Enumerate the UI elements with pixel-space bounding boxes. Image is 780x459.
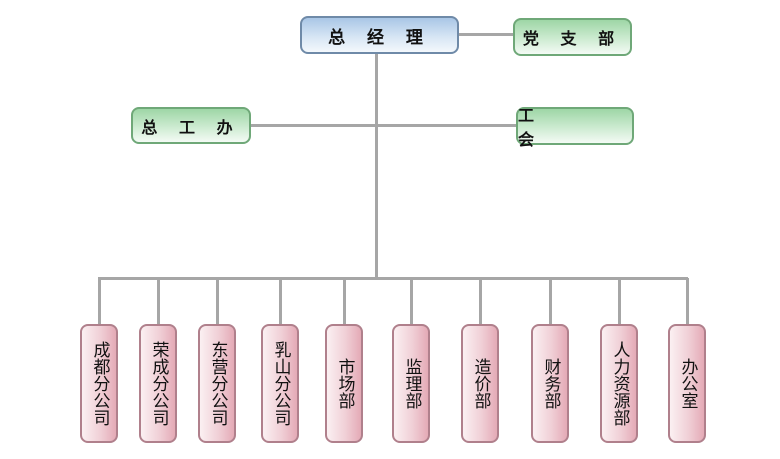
node-department[interactable]: 造价部 (461, 324, 499, 443)
node-label: 党 支 部 (522, 29, 623, 48)
department-connector (549, 278, 552, 325)
node-department[interactable]: 财务部 (531, 324, 569, 443)
node-department[interactable]: 办公室 (668, 324, 706, 443)
node-label: 造价部 (470, 358, 491, 409)
node-department[interactable]: 成都分公司 (80, 324, 118, 443)
node-union[interactable]: 工 会 (516, 106, 634, 149)
node-label: 市场部 (334, 358, 355, 409)
node-department[interactable]: 市场部 (325, 324, 363, 443)
node-party-branch[interactable]: 党 支 部 (513, 18, 632, 56)
department-connector (410, 278, 413, 325)
node-general-manager[interactable]: 总 经 理 (300, 16, 459, 54)
department-bus-line (98, 277, 688, 280)
node-label: 人力资源部 (609, 341, 630, 426)
connector-side-branches (250, 124, 517, 127)
trunk-line (375, 54, 378, 280)
node-label: 乳山分公司 (270, 341, 291, 426)
node-label: 总 工 办 (141, 117, 241, 137)
department-connector (618, 278, 621, 325)
connector-ceo-party (458, 33, 514, 36)
department-connector (279, 278, 282, 325)
node-label: 东营分公司 (207, 341, 228, 426)
node-label: 总 经 理 (328, 27, 431, 48)
department-connector (479, 278, 482, 325)
department-connector (343, 278, 346, 325)
node-label: 财务部 (540, 358, 561, 409)
node-department[interactable]: 荣成分公司 (139, 324, 177, 443)
node-label: 荣成分公司 (148, 341, 169, 426)
node-label: 办公室 (677, 358, 698, 409)
node-department[interactable]: 监理部 (392, 324, 430, 443)
department-connector (686, 278, 689, 325)
department-connector (157, 278, 160, 325)
department-connector (216, 278, 219, 325)
node-label: 监理部 (401, 358, 422, 409)
node-department[interactable]: 东营分公司 (198, 324, 236, 443)
department-connector (98, 278, 101, 325)
node-department[interactable]: 乳山分公司 (261, 324, 299, 443)
node-label: 工 会 (518, 106, 561, 149)
node-department[interactable]: 人力资源部 (600, 324, 638, 443)
node-label: 成都分公司 (89, 341, 110, 426)
node-chief-engineer-office[interactable]: 总 工 办 (131, 107, 251, 144)
